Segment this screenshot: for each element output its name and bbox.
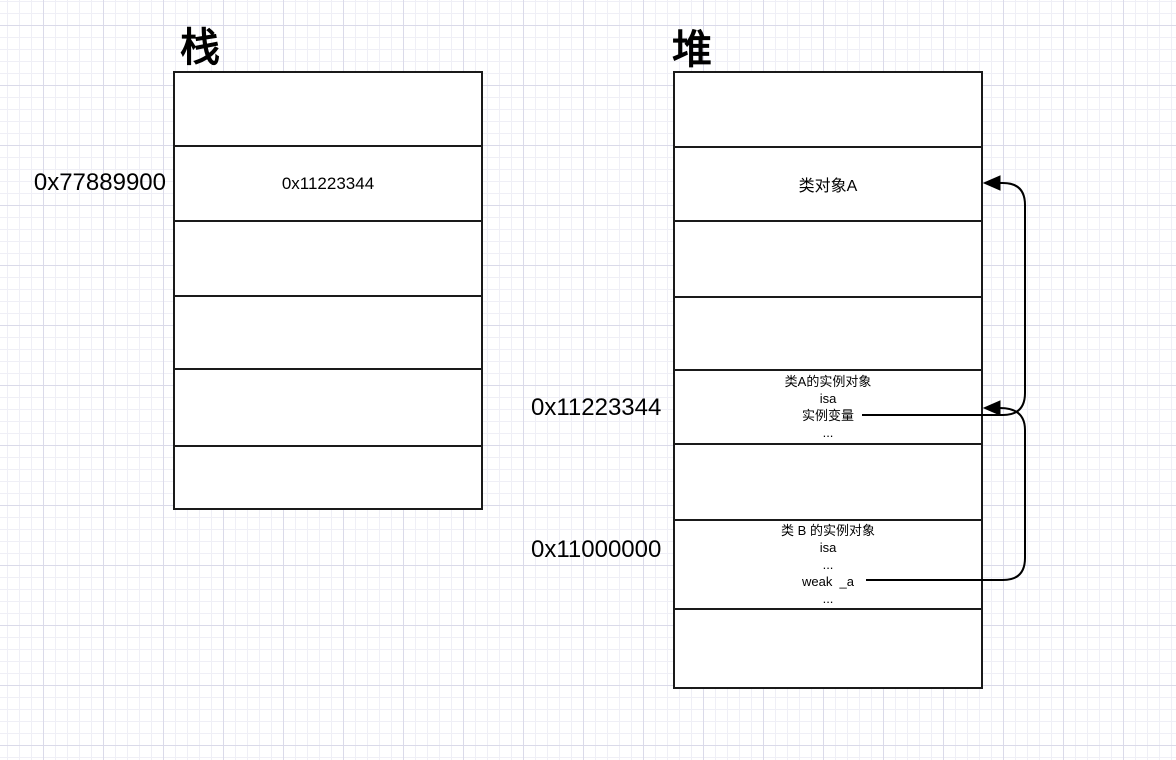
stack-pointer-value: 0x11223344 [281,173,375,193]
stack-row-2 [175,222,481,297]
heap-address-label-instance-b: 0x11000000 [531,536,662,563]
heap-row-instance-object-a: 类A的实例对象 isa 实例变量 ... [675,371,981,445]
stack-row-5 [175,447,481,508]
heap-address-label-instance-a: 0x11223344 [531,394,662,421]
heap-row-2 [675,222,981,298]
heap-row-5 [675,445,981,521]
instance-b-line-title: 类 B 的实例对象 [781,523,875,538]
instance-a-line-ivar: 实例变量 [801,408,854,423]
heap-row-class-object-a: 类对象A [675,148,981,222]
stack-table: 0x11223344 [173,71,483,510]
heap-table: 类对象A 类A的实例对象 isa 实例变量 ... 类 B 的实例对象 isa … [673,71,983,689]
class-object-a-label: 类对象A [798,178,858,195]
stack-row-0 [175,73,481,147]
stack-row-1: 0x11223344 [175,147,481,222]
instance-b-line-weak-a: weak _a [801,574,855,589]
instance-b-line-ellipsis-2: ... [822,591,834,606]
arrowhead-class-object-a [982,175,1001,191]
heap-row-0 [675,73,981,148]
instance-a-line-ellipsis: ... [822,425,834,440]
instance-b-line-ellipsis-1: ... [822,557,834,572]
heap-row-instance-object-b: 类 B 的实例对象 isa ... weak _a ... [675,521,981,610]
stack-address-label: 0x77889900 [33,169,166,196]
instance-b-line-isa: isa [819,540,837,555]
stack-title: 栈 [180,26,220,70]
heap-row-7 [675,610,981,687]
arrowhead-instance-object-a [982,400,1001,416]
instance-a-line-title: 类A的实例对象 [784,374,872,389]
instance-a-line-isa: isa [819,391,837,406]
heap-row-3 [675,298,981,371]
stack-row-3 [175,297,481,370]
heap-title: 堆 [672,28,712,72]
stack-row-4 [175,370,481,447]
